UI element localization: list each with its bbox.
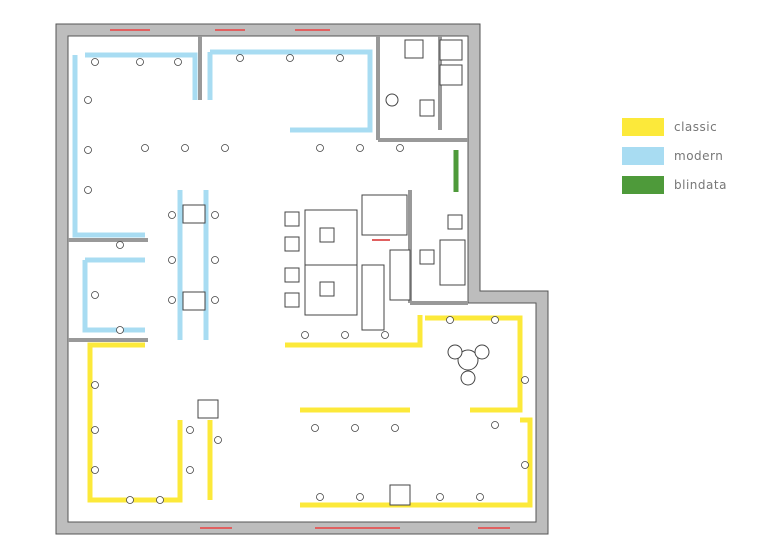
light-fixture-marker [91, 291, 99, 299]
legend-label: blindata [674, 177, 727, 192]
light-fixture-marker [316, 144, 324, 152]
light-fixture-marker [186, 466, 194, 474]
furniture [182, 39, 490, 506]
light-fixture-marker [211, 296, 219, 304]
windows [110, 29, 510, 529]
light-fixture-marker [211, 256, 219, 264]
light-fixture-marker [381, 331, 389, 339]
light-fixture-marker [336, 54, 344, 62]
light-fixture-marker [168, 296, 176, 304]
light-fixture-marker [491, 316, 499, 324]
legend-swatch-modern [622, 146, 664, 165]
light-fixture-marker [396, 144, 404, 152]
light-fixture-marker [236, 54, 244, 62]
light-fixture-marker [136, 58, 144, 66]
light-fixture-marker [341, 331, 349, 339]
legend-label: modern [674, 148, 724, 163]
outer-walls [56, 24, 548, 534]
light-fixture-marker [116, 241, 124, 249]
legend-label: classic [674, 119, 718, 134]
modern-shelving [72, 49, 373, 340]
light-fixture-marker [521, 461, 529, 469]
light-fixture-marker [351, 424, 359, 432]
light-fixture-marker [446, 316, 454, 324]
interior-walls [68, 36, 468, 342]
light-fixture-marker [84, 146, 92, 154]
light-markers [84, 54, 529, 504]
light-fixture-marker [476, 493, 484, 501]
light-fixture-marker [91, 426, 99, 434]
light-fixture-marker [356, 144, 364, 152]
light-fixture-marker [316, 493, 324, 501]
light-fixture-marker [391, 424, 399, 432]
light-fixture-marker [91, 58, 99, 66]
light-fixture-marker [301, 331, 309, 339]
light-fixture-marker [211, 211, 219, 219]
light-fixture-marker [84, 186, 92, 194]
legend-item-blindata: blindata [622, 170, 727, 199]
classic-shelving [87, 315, 533, 508]
legend-item-classic: classic [622, 112, 727, 141]
light-fixture-marker [436, 493, 444, 501]
light-fixture-marker [174, 58, 182, 66]
light-fixture-marker [214, 436, 222, 444]
light-fixture-marker [91, 381, 99, 389]
light-fixture-marker [156, 496, 164, 504]
legend: classic modern blindata [622, 112, 727, 199]
light-fixture-marker [521, 376, 529, 384]
light-fixture-marker [168, 256, 176, 264]
light-fixture-marker [356, 493, 364, 501]
light-fixture-marker [141, 144, 149, 152]
light-fixture-marker [286, 54, 294, 62]
outer-walls-outline [55, 23, 549, 535]
legend-item-modern: modern [622, 141, 727, 170]
light-fixture-marker [116, 326, 124, 334]
light-fixture-marker [186, 426, 194, 434]
legend-swatch-blindata [622, 175, 664, 194]
light-fixture-marker [221, 144, 229, 152]
light-fixture-marker [491, 421, 499, 429]
light-fixture-marker [126, 496, 134, 504]
legend-swatch-classic [622, 117, 664, 136]
light-fixture-marker [181, 144, 189, 152]
light-fixture-marker [168, 211, 176, 219]
light-fixture-marker [311, 424, 319, 432]
light-fixture-marker [91, 466, 99, 474]
light-fixture-marker [84, 96, 92, 104]
